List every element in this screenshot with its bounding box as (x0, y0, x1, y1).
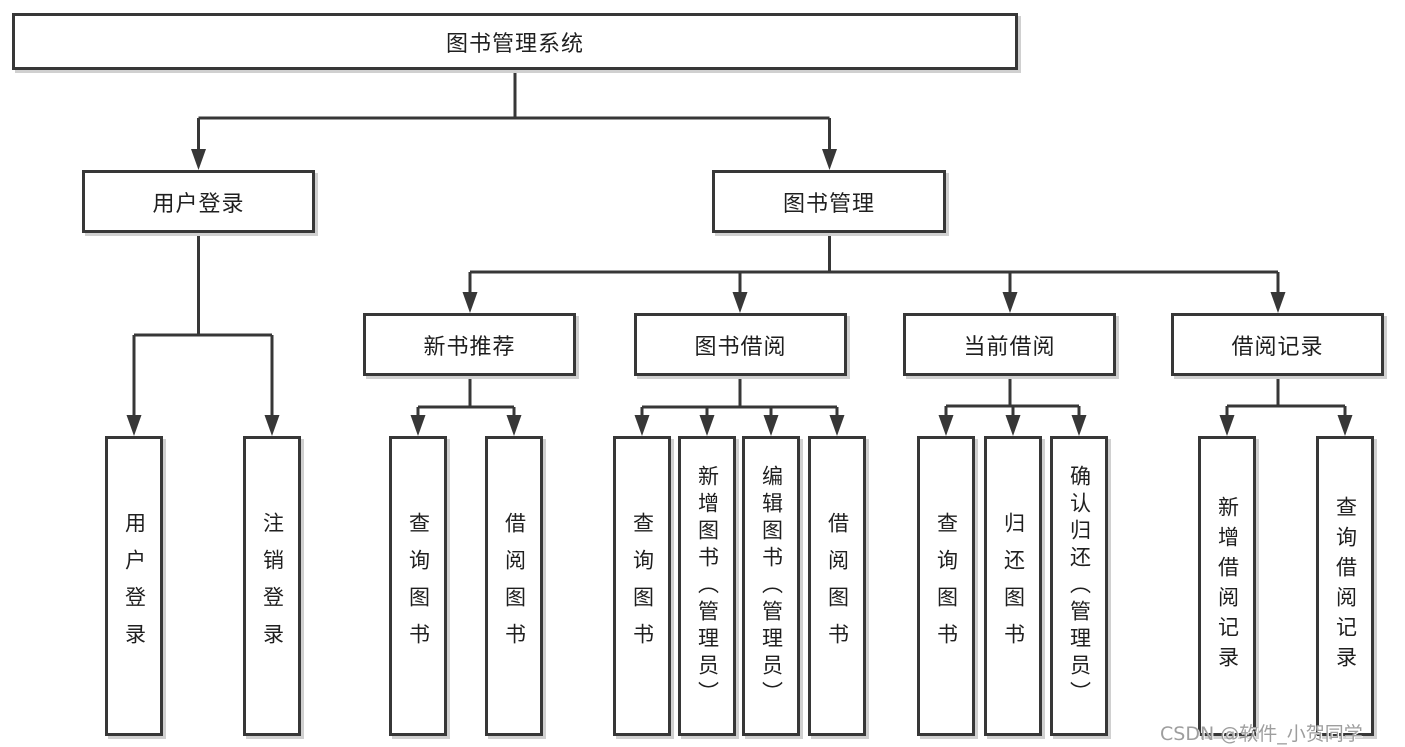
node-library-system: 图书管理系统 (12, 13, 1018, 70)
node-edit-book-admin: 编辑图书（管理员） (742, 436, 800, 736)
node-borrow-books-recommend: 借阅图书 (485, 436, 543, 736)
node-confirm-return-admin: 确认归还（管理员） (1050, 436, 1108, 736)
node-new-book-recommend: 新书推荐 (363, 313, 576, 376)
csdn-watermark: CSDN @软件_小贺同学 (1160, 723, 1363, 745)
node-borrow-books-borrowing: 借阅图书 (808, 436, 866, 736)
node-return-book: 归还图书 (984, 436, 1042, 736)
node-query-books-current: 查询图书 (917, 436, 975, 736)
node-query-borrow-record: 查询借阅记录 (1316, 436, 1374, 736)
node-add-borrow-record: 新增借阅记录 (1198, 436, 1256, 736)
node-borrowing-records: 借阅记录 (1171, 313, 1384, 376)
node-current-borrowing: 当前借阅 (903, 313, 1116, 376)
node-add-book-admin: 新增图书（管理员） (678, 436, 736, 736)
node-book-borrowing: 图书借阅 (634, 313, 847, 376)
node-query-books-recommend: 查询图书 (389, 436, 447, 736)
node-user-login: 用户登录 (82, 170, 315, 233)
node-user-login-leaf: 用户登录 (105, 436, 163, 736)
node-book-management: 图书管理 (712, 170, 946, 233)
node-logout: 注销登录 (243, 436, 301, 736)
node-query-books-borrowing: 查询图书 (613, 436, 671, 736)
